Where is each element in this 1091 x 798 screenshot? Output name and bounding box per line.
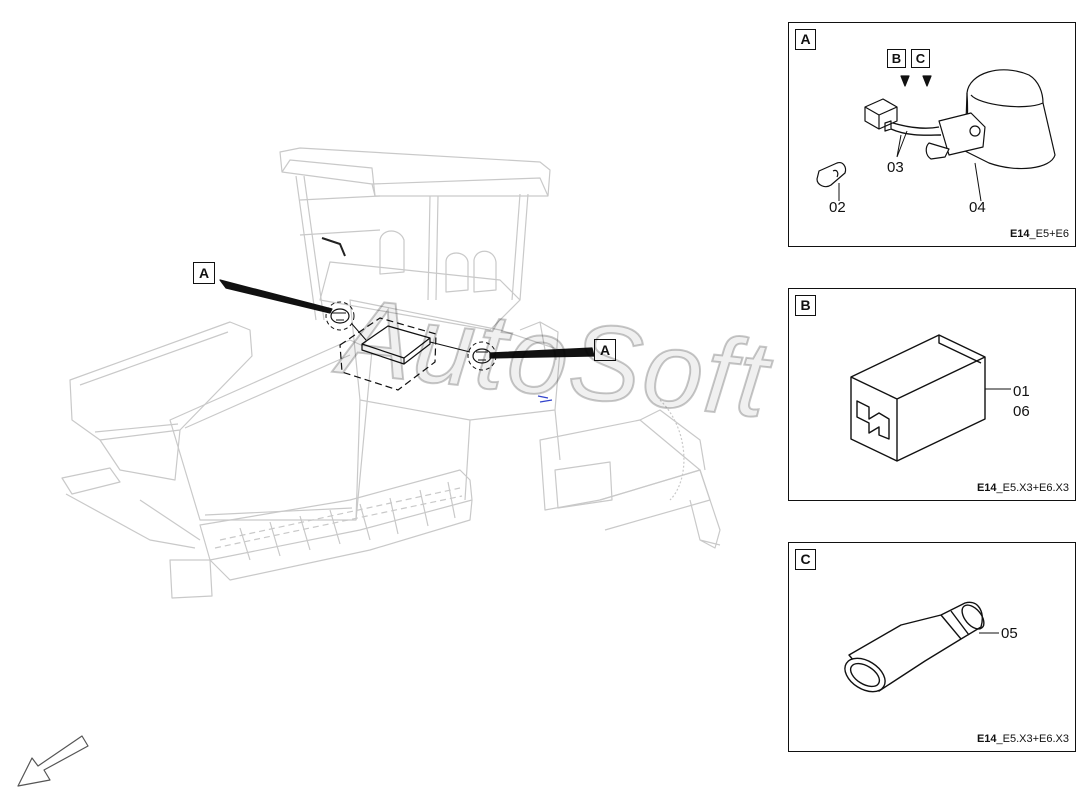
panel-a-code-rest: _E5+E6 [1029,228,1069,240]
detail-panel-c: C 05 E14_E5.X3+E6.X3 [788,542,1076,752]
main-view: A A AutoSoft [17,147,776,787]
lamp-left [330,308,350,324]
orientation-arrow-icon [17,735,89,787]
panel-b-code: E14_E5.X3+E6.X3 [977,482,1069,494]
part-number-04: 04 [969,199,986,216]
panel-b-tag[interactable]: B [795,295,816,316]
part-number-05: 05 [1001,625,1018,642]
bulb [816,162,847,188]
crawler-track [199,469,473,561]
hopper [69,321,253,441]
connector-housing [850,334,986,462]
lamp-housing [964,69,1056,170]
panel-c-drawing [844,601,999,693]
panel-a-subtag-b[interactable]: B [887,49,906,68]
wires [890,122,942,136]
panel-b-code-rest: _E5.X3+E6.X3 [996,482,1069,494]
panel-a-code: E14_E5+E6 [1010,228,1069,240]
part-number-01: 01 [1013,383,1030,400]
panel-b-drawing [850,334,1011,462]
panel-a-subtag-c[interactable]: C [911,49,930,68]
panel-a-tag[interactable]: A [795,29,816,50]
panel-c-code-bold: E14 [976,733,997,745]
part-number-03: 03 [887,159,904,176]
panel-c-code-rest: _E5.X3+E6.X3 [996,733,1069,745]
paver-drawing [17,147,721,787]
callout-a-left[interactable]: A [193,262,215,284]
callout-leader-left [219,279,333,314]
part-number-06: 06 [1013,403,1030,420]
callout-leader-right [489,347,595,359]
panel-c-code: E14_E5.X3+E6.X3 [977,733,1069,745]
lamp-right [472,348,492,364]
screed [539,419,701,511]
canopy-posts [295,175,529,321]
callout-a-right[interactable]: A [594,339,616,361]
operator-seats [379,230,497,293]
detail-box [339,317,437,391]
detail-panel-a: A B C 03 02 04 E14_E5+E6 [788,22,1076,247]
panel-a-code-bold: E14 [1009,228,1030,240]
control-unit [361,325,431,365]
panel-a-drawing [816,69,1056,202]
panel-b-code-bold: E14 [976,482,997,494]
canopy-roof [279,147,551,197]
part-number-02: 02 [829,199,846,216]
detail-panel-b: B 01 06 E14_E5.X3+E6.X3 [788,288,1076,501]
panel-c-tag[interactable]: C [795,549,816,570]
